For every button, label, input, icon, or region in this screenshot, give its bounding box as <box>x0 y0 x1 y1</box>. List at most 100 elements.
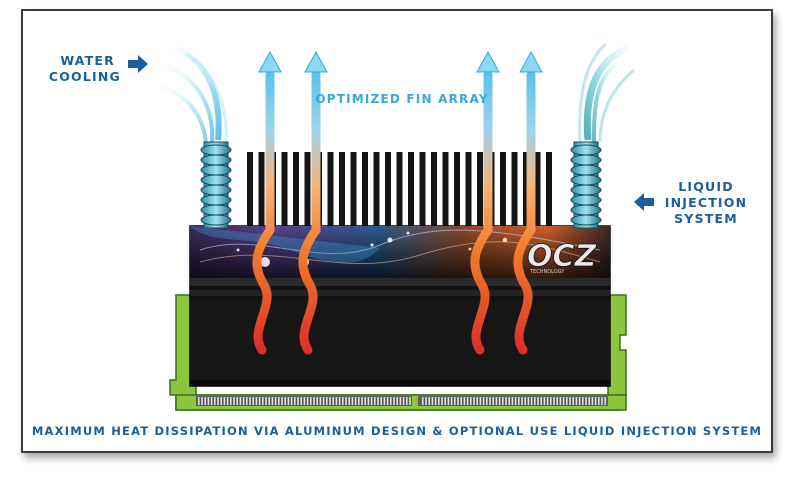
pin <box>431 397 434 405</box>
fin <box>546 152 552 228</box>
pin <box>300 397 302 405</box>
pin <box>351 397 354 405</box>
pin <box>585 397 587 405</box>
pin <box>322 397 325 405</box>
pin <box>255 397 258 405</box>
pin <box>204 397 206 405</box>
pin <box>562 397 565 405</box>
pin <box>239 397 242 405</box>
arrow-right-icon <box>128 55 148 73</box>
pin <box>559 397 562 405</box>
fin <box>511 152 518 228</box>
pin-contacts <box>198 397 606 405</box>
fin <box>500 152 506 228</box>
airflow-arrows <box>252 50 543 355</box>
pin <box>473 397 475 405</box>
pin <box>582 397 584 405</box>
pin <box>335 397 338 405</box>
pin <box>233 397 235 405</box>
hose-ring <box>200 194 232 206</box>
pin <box>511 397 514 405</box>
pin <box>271 397 274 405</box>
pin <box>258 397 261 405</box>
fin <box>396 152 403 228</box>
pin <box>514 397 517 405</box>
pin <box>278 397 280 405</box>
pin <box>534 397 536 405</box>
pin <box>396 397 398 405</box>
pin <box>306 397 309 405</box>
hose-ring <box>570 184 602 196</box>
fin <box>350 152 357 228</box>
pin <box>466 397 469 405</box>
pin <box>297 397 299 405</box>
pin <box>226 397 229 405</box>
pin <box>364 397 366 405</box>
hose-ring <box>200 204 232 216</box>
pin <box>479 397 482 405</box>
pin <box>450 397 453 405</box>
heat-wave <box>470 70 493 355</box>
pin <box>572 397 574 405</box>
pin <box>530 397 533 405</box>
pin <box>284 397 286 405</box>
fin-array-label: OPTIMIZED FIN ARRAY <box>315 92 488 106</box>
hose-ring <box>200 184 232 196</box>
pin <box>492 397 494 405</box>
pin <box>402 397 405 405</box>
fin <box>373 152 380 228</box>
pin <box>553 397 555 405</box>
pin <box>345 397 347 405</box>
pin <box>319 397 322 405</box>
pin <box>422 397 424 405</box>
pin <box>505 397 507 405</box>
logo-sub: TECHNOLOGY <box>529 269 565 275</box>
pin <box>249 397 251 405</box>
memory-pcb <box>169 294 627 411</box>
pin <box>463 397 466 405</box>
pin <box>508 397 510 405</box>
fin <box>523 152 529 228</box>
pin <box>457 397 459 405</box>
pin <box>434 397 437 405</box>
pin <box>246 397 248 405</box>
pin <box>550 397 552 405</box>
caption: MAXIMUM HEAT DISSIPATION VIA ALUMINUM DE… <box>32 424 762 438</box>
fin <box>431 152 437 228</box>
pin <box>236 397 238 405</box>
hose-ring <box>570 174 602 186</box>
pin <box>367 397 370 405</box>
pin <box>486 397 488 405</box>
heat-wave <box>513 70 536 355</box>
pin <box>310 397 312 405</box>
pin <box>338 397 341 405</box>
pin <box>428 397 430 405</box>
water-cooling-label: WATER COOLING <box>49 53 148 84</box>
pin <box>604 397 606 405</box>
hose-ring <box>200 174 232 186</box>
hose-ring <box>570 204 602 216</box>
pin <box>252 397 254 405</box>
pin <box>502 397 504 405</box>
fin <box>385 152 391 228</box>
pin <box>214 397 216 405</box>
hose-ring <box>570 154 602 166</box>
pin <box>342 397 344 405</box>
pin <box>601 397 603 405</box>
pin <box>444 397 446 405</box>
pin <box>354 397 357 405</box>
pin <box>217 397 219 405</box>
arrow-up-icon <box>304 50 328 73</box>
pin <box>332 397 334 405</box>
hose-ring <box>570 194 602 206</box>
pin <box>274 397 277 405</box>
fin <box>247 152 253 228</box>
pin <box>578 397 581 405</box>
fin <box>534 152 541 228</box>
fin <box>281 152 288 228</box>
pin <box>390 397 392 405</box>
pin <box>498 397 501 405</box>
pin <box>543 397 546 405</box>
pin <box>524 397 526 405</box>
